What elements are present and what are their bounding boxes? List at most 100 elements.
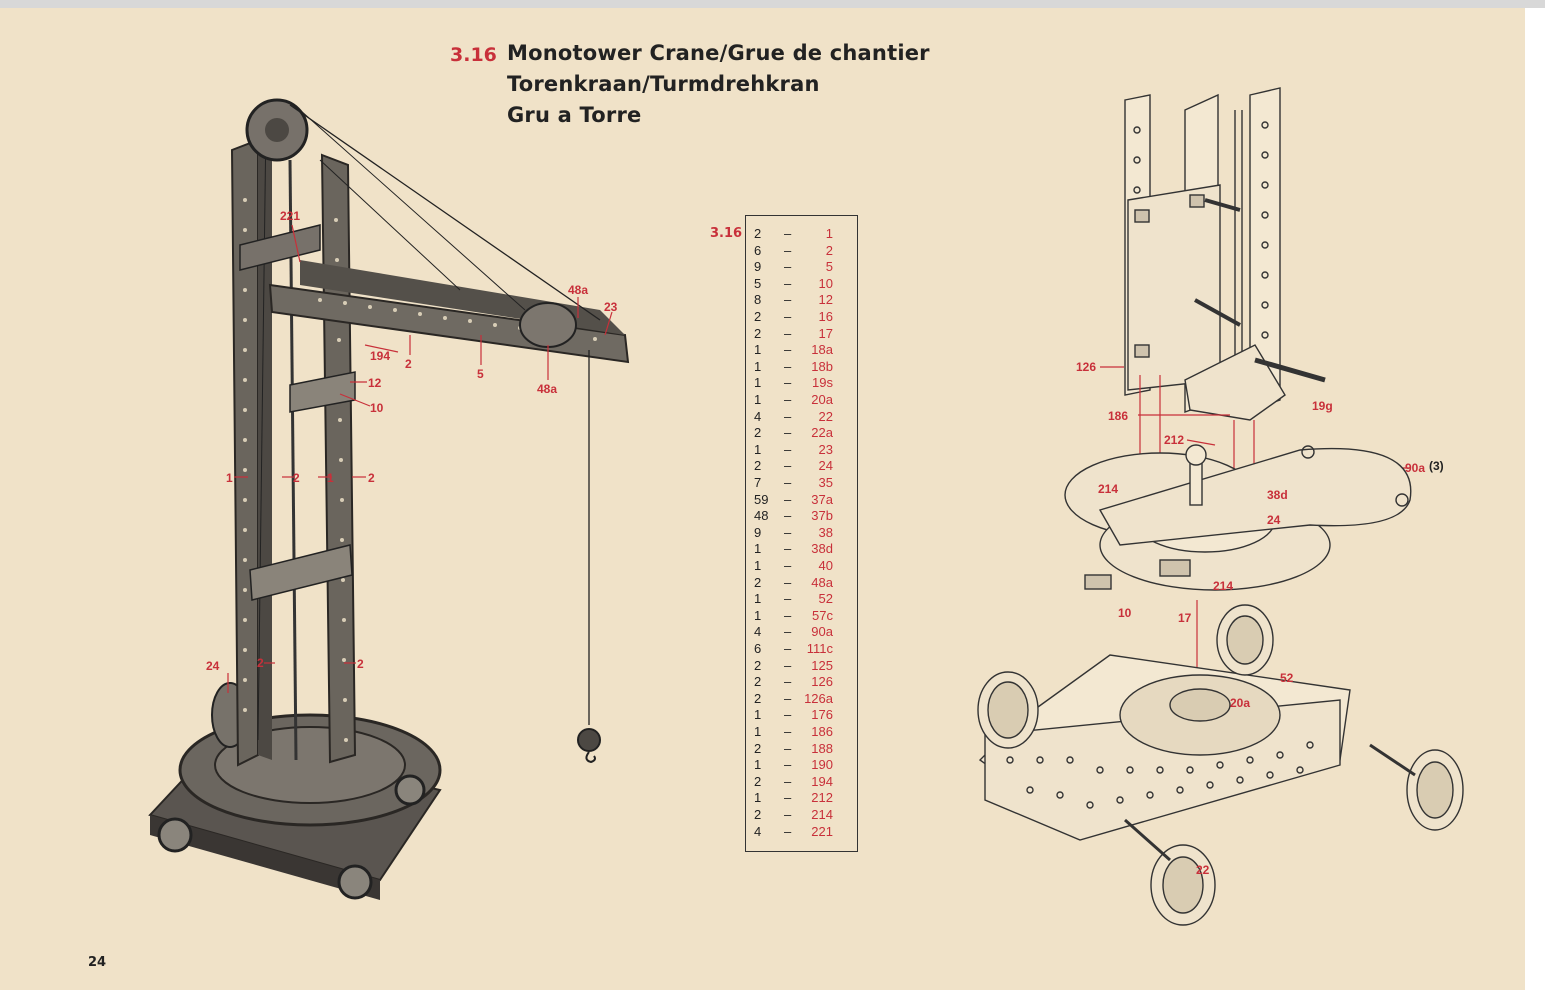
model-number: 3.16 <box>450 44 497 66</box>
part-dash: – <box>784 690 792 706</box>
part-dash: – <box>784 475 792 490</box>
detail-label: 38d <box>1267 488 1288 502</box>
part-dash: – <box>784 541 792 557</box>
parts-row: 2–17 <box>746 326 857 342</box>
part-dash: – <box>784 657 792 673</box>
part-quantity: 1 <box>754 541 762 557</box>
part-quantity: 59 <box>754 491 769 507</box>
parts-row: 1 – 212 <box>746 790 857 806</box>
parts-row: 1–176 <box>746 707 857 723</box>
part-number: 212 <box>811 790 833 806</box>
part-dash: – <box>784 607 792 623</box>
crane-label: 2 <box>405 357 412 371</box>
parts-row: 59– 37a <box>746 492 857 508</box>
part-dash: – <box>784 408 792 424</box>
part-dash: – <box>784 292 792 308</box>
part-dash: – <box>784 624 792 640</box>
parts-row: 1 – 57c <box>746 608 857 624</box>
part-quantity: 7 <box>754 475 762 490</box>
parts-row: 1–18b <box>746 359 857 375</box>
part-number: 90a <box>811 624 833 640</box>
part-number: 22 <box>818 408 833 424</box>
crane-label: 10 <box>370 401 384 415</box>
part-number: 126 <box>811 674 833 690</box>
parts-row: 1 – 186 <box>746 724 857 740</box>
part-dash: – <box>784 724 792 739</box>
part-dash: – <box>784 275 792 291</box>
part-quantity: 1 <box>754 441 762 457</box>
part-dash: – <box>784 508 792 524</box>
part-number: 37b <box>811 508 833 524</box>
part-number: 126a <box>804 690 833 706</box>
crane-label: 221 <box>280 209 300 223</box>
part-quantity: 1 <box>754 724 762 739</box>
parts-row: 4–221 <box>746 824 857 840</box>
part-number: 12 <box>818 292 833 308</box>
parts-row: 2–188 <box>746 741 857 757</box>
part-dash: – <box>784 641 792 656</box>
part-quantity: 2 <box>754 458 762 474</box>
part-number: 16 <box>818 309 833 324</box>
part-number: 48a <box>811 574 833 590</box>
part-number: 221 <box>811 823 833 839</box>
parts-row: 1–38d <box>746 541 857 557</box>
parts-row: 4–22 <box>746 409 857 425</box>
title-line-1: Monotower Crane/Grue de chantier <box>507 41 930 65</box>
crane-label: 5 <box>477 367 484 381</box>
part-quantity: 2 <box>754 574 762 590</box>
crane-label: 2 <box>368 471 375 485</box>
part-quantity: 1 <box>754 358 762 374</box>
part-quantity: 5 <box>754 275 762 291</box>
title-line-3: Gru a Torre <box>507 103 642 127</box>
parts-row: 1–40 <box>746 558 857 574</box>
part-quantity: 9 <box>754 259 762 275</box>
part-quantity: 2 <box>754 690 762 706</box>
detail-label: 10 <box>1118 606 1132 620</box>
part-dash: – <box>784 807 792 822</box>
part-dash: – <box>784 309 792 324</box>
parts-row: 2–126 <box>746 674 857 690</box>
part-quantity: 2 <box>754 674 762 690</box>
part-number: 19s <box>812 375 833 391</box>
part-quantity: 2 <box>754 325 762 341</box>
part-number: 40 <box>818 558 833 573</box>
part-number: 176 <box>811 707 833 723</box>
part-quantity: 1 <box>754 591 762 607</box>
parts-row: 1–19s <box>746 375 857 391</box>
part-quantity: 1 <box>754 607 762 623</box>
part-number: 190 <box>811 757 833 773</box>
detail-label: 22 <box>1196 863 1210 877</box>
part-number: 111c <box>806 641 833 656</box>
parts-row: 2–16 <box>746 309 857 325</box>
detail-label: 20a <box>1230 696 1250 710</box>
part-quantity: 2 <box>754 657 762 673</box>
parts-row: 2–1 <box>746 226 857 242</box>
part-number: 1 <box>825 226 833 241</box>
part-dash: – <box>784 375 792 391</box>
part-dash: – <box>784 790 792 806</box>
parts-row: 6 –111c <box>746 641 857 657</box>
part-quantity: 4 <box>754 823 762 839</box>
parts-row: 2–22a <box>746 425 857 441</box>
part-dash: – <box>784 524 792 540</box>
crane-label: 2 <box>257 656 264 670</box>
parts-row: 2–214 <box>746 807 857 823</box>
detail-illustration: 126 186 212 19g 214 38d 24 90a (3) 214 1… <box>977 87 1464 926</box>
part-quantity: 6 <box>754 641 762 656</box>
part-quantity: 1 <box>754 392 762 407</box>
part-number: 186 <box>811 724 833 739</box>
parts-row: 4–90a <box>746 624 857 640</box>
part-number: 37a <box>811 491 833 507</box>
part-number: 57c <box>812 607 833 623</box>
part-number: 23 <box>818 441 833 457</box>
part-quantity: 2 <box>754 425 762 441</box>
part-dash: – <box>784 591 792 607</box>
part-quantity: 1 <box>754 790 762 806</box>
part-dash: – <box>784 491 792 507</box>
part-number: 18b <box>811 358 833 374</box>
part-number: 38 <box>818 524 833 540</box>
part-number: 18a <box>811 342 833 358</box>
detail-label: 186 <box>1108 409 1128 423</box>
crane-illustration: 221 48a 23 194 2 5 48a 12 10 1 2 1 2 24 … <box>148 98 630 900</box>
part-dash: – <box>784 458 792 474</box>
